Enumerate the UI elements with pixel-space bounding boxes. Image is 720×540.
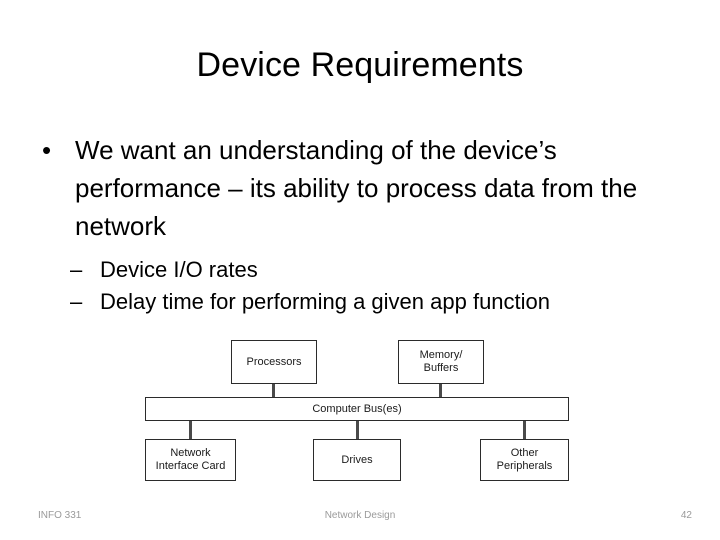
bullet-text-device-io: Device I/O rates xyxy=(100,257,258,282)
bullet-item-delay-time: – Delay time for performing a given app … xyxy=(70,286,686,318)
connector-bus-to-nic xyxy=(189,420,192,440)
diagram-node-label: Network Interface Card xyxy=(155,447,226,472)
diagram-node-network-interface-card: Network Interface Card xyxy=(145,439,236,481)
computer-architecture-diagram: Processors Memory/ Buffers Computer Bus(… xyxy=(145,336,569,482)
diagram-node-computer-bus: Computer Bus(es) xyxy=(145,397,569,421)
bullet-item-device-io: – Device I/O rates xyxy=(70,254,686,286)
diagram-node-label: Other Peripherals xyxy=(496,447,553,472)
connector-memory-to-bus xyxy=(439,383,442,398)
sub-bullet-list: – Device I/O rates – Delay time for perf… xyxy=(34,254,686,318)
footer-topic: Network Design xyxy=(324,510,396,521)
slide-footer: INFO 331 Network Design 42 xyxy=(0,506,720,526)
diagram-node-label: Memory/ Buffers xyxy=(419,349,463,374)
slide-body: • We want an understanding of the device… xyxy=(34,131,686,318)
connector-processors-to-bus xyxy=(272,383,275,398)
connector-bus-to-drives xyxy=(356,420,359,440)
diagram-node-label: Drives xyxy=(341,453,373,466)
diagram-node-memory-buffers: Memory/ Buffers xyxy=(398,340,484,384)
diagram-node-drives: Drives xyxy=(313,439,401,481)
bullet-marker-icon: • xyxy=(42,135,52,165)
bullet-item-primary: • We want an understanding of the device… xyxy=(34,131,686,245)
footer-course-code: INFO 331 xyxy=(38,510,82,521)
footer-page-number: 42 xyxy=(680,510,692,521)
diagram-node-processors: Processors xyxy=(231,340,317,384)
page-title: Device Requirements xyxy=(196,46,524,84)
bullet-text-primary: We want an understanding of the device’s… xyxy=(75,135,638,241)
dash-marker-icon: – xyxy=(70,257,83,282)
connector-bus-to-other xyxy=(523,420,526,440)
dash-marker-icon: – xyxy=(70,289,83,314)
bullet-text-delay-time: Delay time for performing a given app fu… xyxy=(100,289,551,314)
diagram-node-other-peripherals: Other Peripherals xyxy=(480,439,569,481)
diagram-node-label: Computer Bus(es) xyxy=(312,402,402,415)
diagram-node-label: Processors xyxy=(246,355,302,368)
